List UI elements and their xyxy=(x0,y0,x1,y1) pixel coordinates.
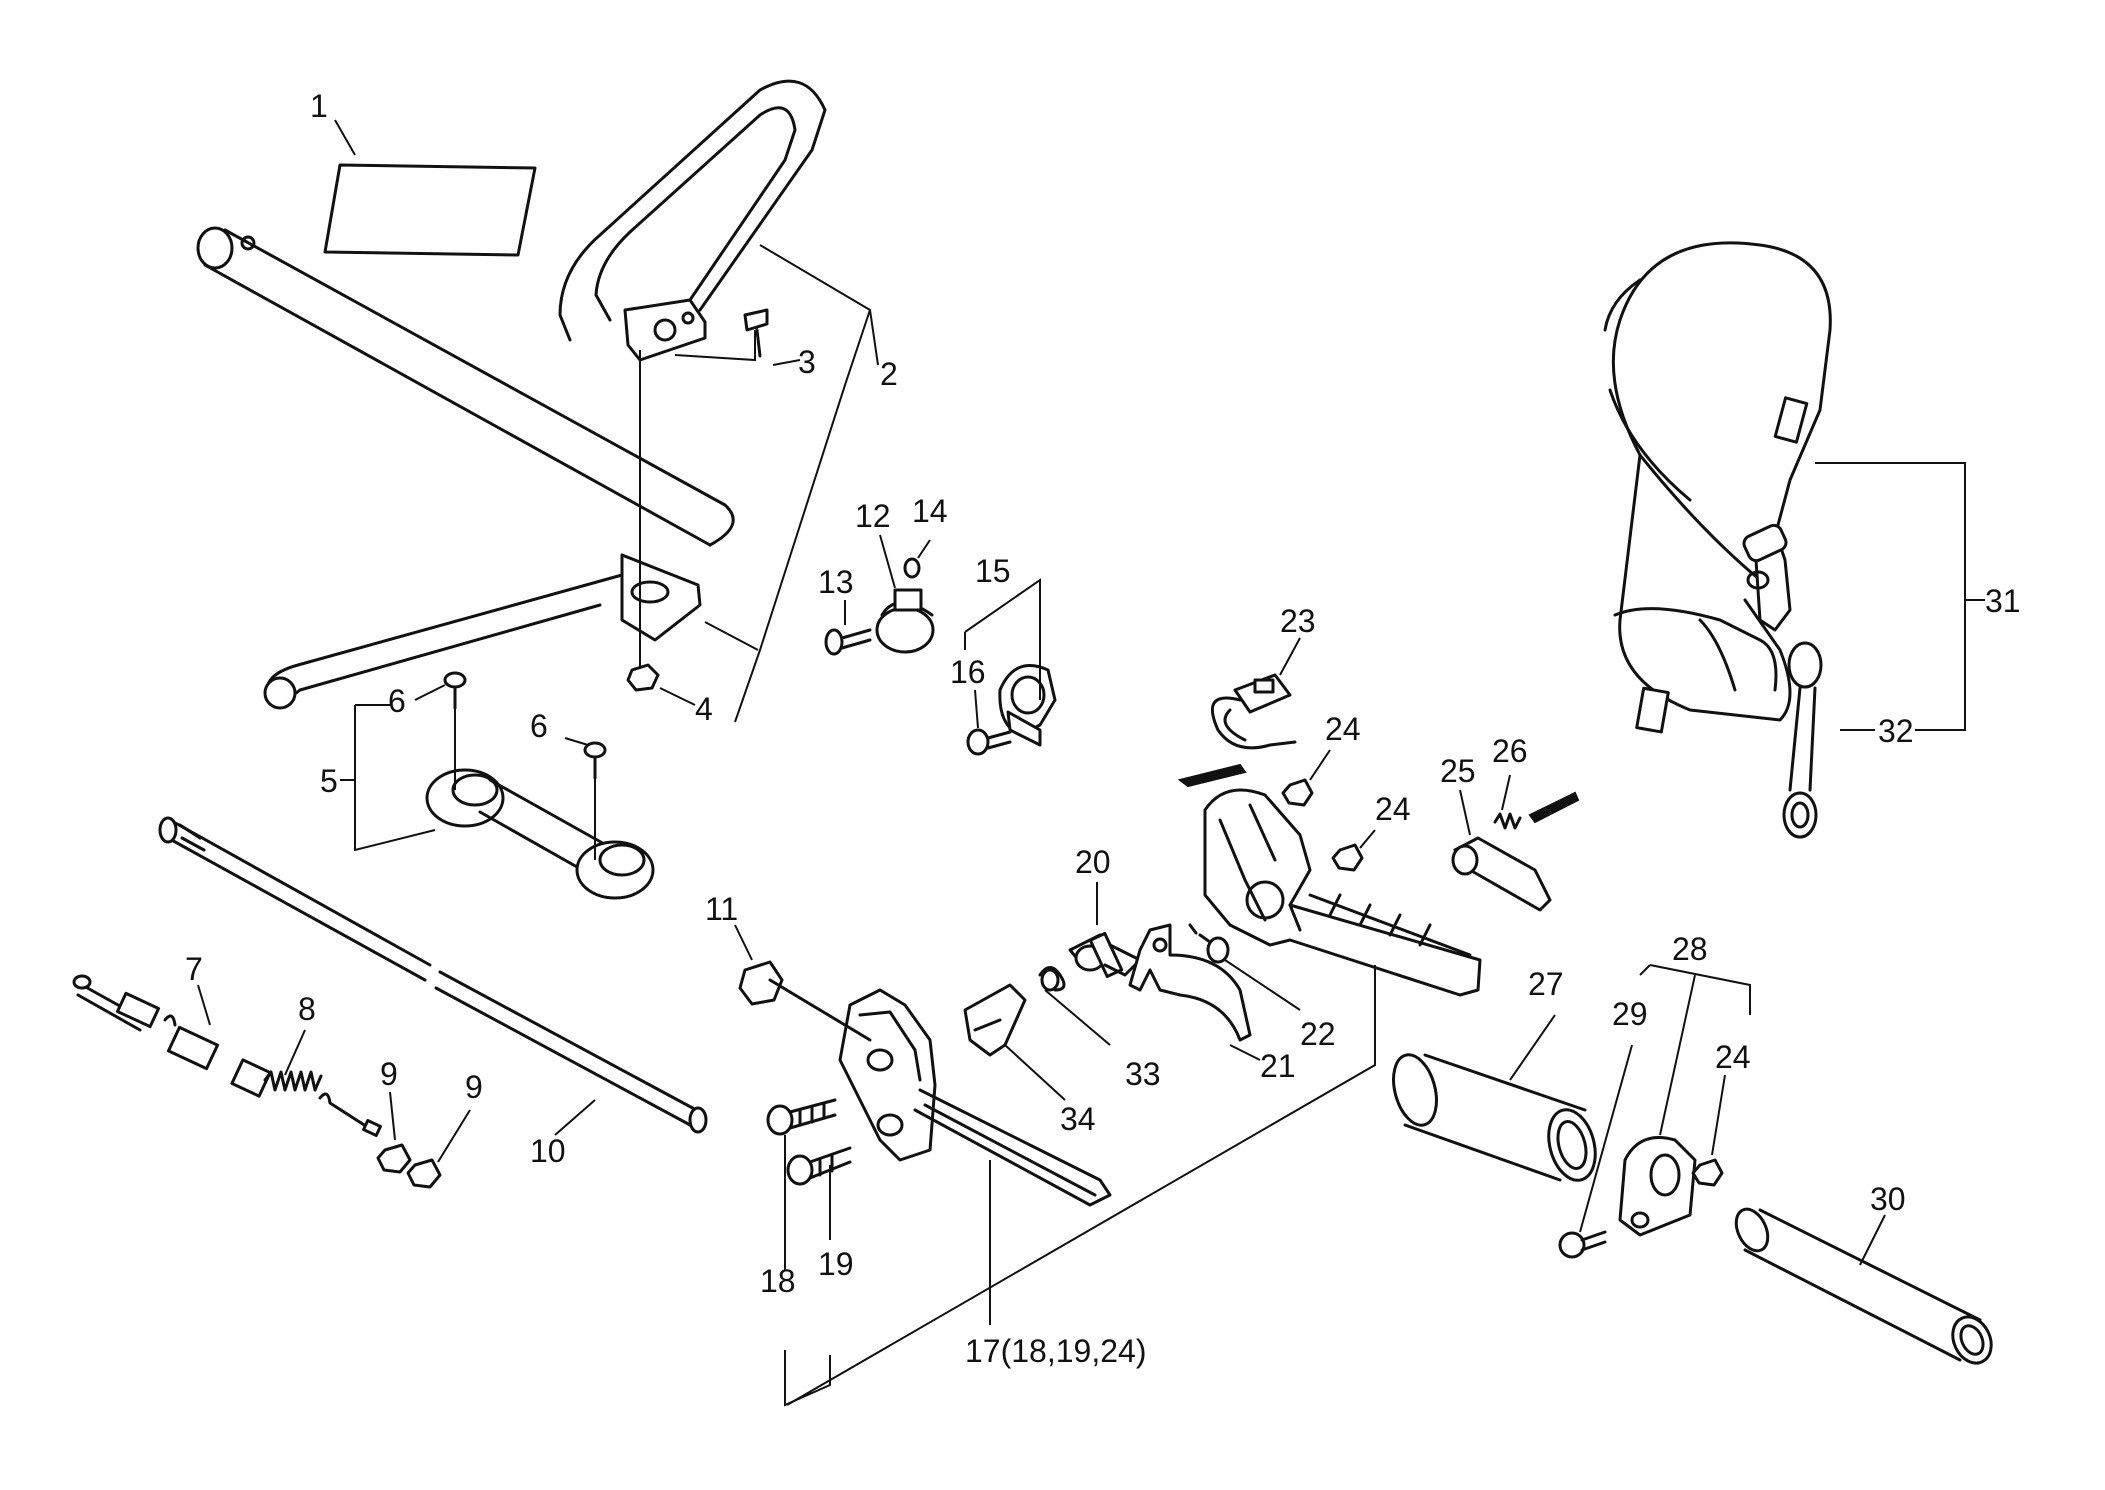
callout-7: 7 xyxy=(185,951,203,987)
callout-19: 19 xyxy=(818,1246,854,1282)
callout-9-a: 9 xyxy=(380,1056,398,1092)
callout-11: 11 xyxy=(705,891,738,927)
part-23-stop-switch xyxy=(1210,673,1297,750)
part-29-screw xyxy=(1558,1230,1607,1259)
part-30-tube xyxy=(1734,1207,1993,1365)
callout-13: 13 xyxy=(818,564,854,600)
callout-17: 17(18,19,24) xyxy=(965,1333,1146,1369)
part-20-pivot-pin xyxy=(1068,931,1142,979)
part-6-screw-b xyxy=(583,741,607,860)
part-27-grip-sleeve xyxy=(1392,1053,1597,1182)
part-6-screw-a xyxy=(443,671,467,790)
callout-14: 14 xyxy=(912,493,948,529)
callout-6-a: 6 xyxy=(388,683,406,719)
callout-28: 28 xyxy=(1672,931,1708,967)
callout-12: 12 xyxy=(855,498,891,534)
callout-1: 1 xyxy=(310,88,328,124)
callout-23: 23 xyxy=(1280,603,1316,639)
part-31-shoulder-harness xyxy=(1603,241,1832,734)
part-33-spring xyxy=(1038,966,1066,992)
callout-5: 5 xyxy=(320,763,338,799)
part-21-throttle-trigger xyxy=(1128,923,1252,1042)
callout-24-b: 24 xyxy=(1375,791,1411,827)
callout-15: 15 xyxy=(975,553,1011,589)
callout-30: 30 xyxy=(1870,1181,1906,1217)
callout-10: 10 xyxy=(530,1133,566,1169)
part-24-nut-c xyxy=(1691,1158,1724,1187)
callout-27: 27 xyxy=(1528,966,1564,1002)
part-11-plug xyxy=(738,960,784,1006)
part-4-nut xyxy=(626,663,660,692)
part-24-nut-a xyxy=(1281,778,1314,807)
callout-21: 21 xyxy=(1260,1048,1296,1084)
part-28-hanger-bracket xyxy=(1618,1136,1697,1237)
part-16-screw xyxy=(966,728,1012,756)
part-8-cable-spring xyxy=(230,1058,382,1137)
part-13-screw xyxy=(824,628,872,656)
callout-8: 8 xyxy=(298,991,316,1027)
part-12-clamp-band xyxy=(875,588,935,654)
callout-16: 16 xyxy=(950,654,986,690)
part-14-washer xyxy=(903,557,921,579)
callout-labels: 1 2 3 4 5 6 6 7 8 9 9 10 11 12 13 14 15 … xyxy=(185,88,2021,1369)
callout-33: 33 xyxy=(1125,1056,1161,1092)
part-15-clamp xyxy=(998,664,1057,747)
part-3-screw xyxy=(743,308,769,358)
callout-25: 25 xyxy=(1440,753,1476,789)
part-2-loop-handle xyxy=(558,79,827,362)
part-7-throttle-cable xyxy=(72,974,220,1071)
part-17-handle-cover xyxy=(768,978,1112,1207)
part-9-nut-a xyxy=(376,1143,412,1174)
part-32-snap-hook xyxy=(1782,641,1823,839)
part-9-nut-b xyxy=(406,1158,442,1189)
part-19-screw xyxy=(786,1146,852,1186)
part-18-screw xyxy=(766,1098,837,1136)
control-handle-housing xyxy=(1177,763,1482,997)
leader-lines xyxy=(197,119,1985,1407)
callout-31: 31 xyxy=(1985,583,2021,619)
main-tube xyxy=(196,226,735,547)
callout-3: 3 xyxy=(798,344,816,380)
callout-24-c: 24 xyxy=(1715,1039,1751,1075)
part-26-spring xyxy=(1493,791,1580,830)
part-24-nut-b xyxy=(1331,843,1364,872)
part-34-lever xyxy=(963,983,1027,1057)
callout-6-b: 6 xyxy=(530,708,548,744)
callout-29: 29 xyxy=(1612,996,1648,1032)
part-10-drive-shaft xyxy=(158,816,708,1134)
part-25-lockout-lever xyxy=(1451,836,1552,912)
callout-18: 18 xyxy=(760,1263,796,1299)
callout-20: 20 xyxy=(1075,844,1111,880)
part-22-spring xyxy=(1188,923,1230,964)
callout-9-b: 9 xyxy=(465,1069,483,1105)
callout-4: 4 xyxy=(695,691,713,727)
part-1-decal xyxy=(323,163,537,257)
part-5-clamp-bracket xyxy=(425,768,655,900)
callout-22: 22 xyxy=(1300,1016,1336,1052)
callout-34: 34 xyxy=(1060,1101,1096,1137)
callout-32: 32 xyxy=(1878,713,1914,749)
callout-24-a: 24 xyxy=(1325,711,1361,747)
lower-handle-bracket xyxy=(263,553,702,710)
callout-2: 2 xyxy=(880,356,898,392)
callout-26: 26 xyxy=(1492,733,1528,769)
